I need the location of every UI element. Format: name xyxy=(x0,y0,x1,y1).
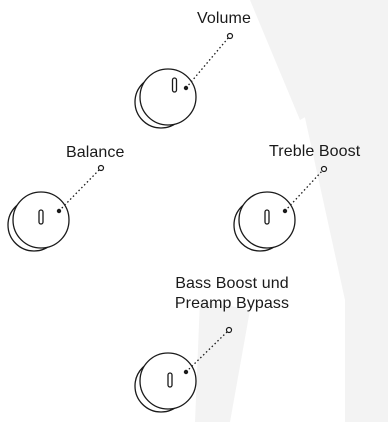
volume-leader xyxy=(183,32,234,91)
watermark-logo xyxy=(195,0,388,422)
balance-leader xyxy=(56,164,105,214)
volume-label: Volume xyxy=(197,10,251,27)
treble-boost-knob[interactable] xyxy=(233,191,296,252)
volume-knob[interactable] xyxy=(134,68,197,129)
bass-boost-label-line1: Bass Boost und xyxy=(175,275,289,292)
bass-boost-leader xyxy=(183,326,233,375)
balance-knob[interactable] xyxy=(7,191,70,252)
bass-boost-label-line2: Preamp Bypass xyxy=(174,295,290,312)
bass-boost-label: Bass Boost und Preamp Bypass xyxy=(158,274,306,314)
treble-boost-leader xyxy=(282,165,328,214)
bass-boost-knob[interactable] xyxy=(134,352,197,413)
balance-label: Balance xyxy=(66,144,125,161)
treble-boost-label: Treble Boost xyxy=(269,143,361,160)
